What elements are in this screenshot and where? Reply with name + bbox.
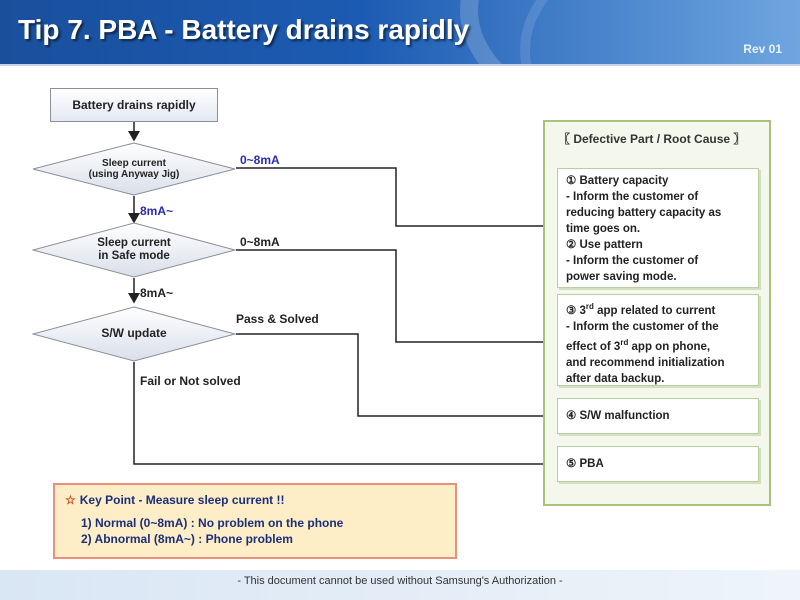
cause-line: - Inform the customer of [566, 191, 699, 203]
cause-line: reducing battery capacity as [566, 207, 722, 219]
branch-label-d2-right: 0~8mA [240, 235, 280, 249]
branch-label-d1-right: 0~8mA [240, 153, 280, 167]
key-point-title: ☆Key Point - Measure sleep current !! [65, 493, 445, 507]
cause-line: ③ 3rd app related to current [566, 299, 750, 319]
decision-sleep-current-jig: Sleep current (using Anyway Jig) [32, 142, 236, 196]
decision-sleep-current-safe-mode: Sleep current in Safe mode [32, 222, 236, 278]
connector-d3-cause3 [236, 333, 555, 422]
cause-line: time goes on. [566, 223, 641, 235]
key-point-title-text: Key Point - Measure sleep current !! [79, 493, 285, 507]
cause-line: effect of 3rd app on phone, [566, 335, 750, 355]
star-icon: ☆ [65, 493, 76, 507]
connector-d2-cause2 [236, 249, 555, 348]
cause-box-pba: ⑤ PBA [557, 446, 759, 482]
start-step: Battery drains rapidly [50, 88, 218, 122]
branch-label-d1-down: 8mA~ [140, 204, 174, 218]
connector-d3-cause4 [133, 362, 555, 470]
diamond-shape [32, 306, 236, 362]
key-point-item: 2) Abnormal (8mA~) : Phone problem [81, 532, 293, 546]
cause-box-third-party-app: ③ 3rd app related to current - Inform th… [557, 294, 759, 386]
cause-text: effect of 3 [566, 340, 621, 353]
decision-label: S/W update [101, 326, 167, 341]
page-title: Tip 7. PBA - Battery drains rapidly [18, 14, 470, 45]
header-divider [0, 64, 800, 66]
diamond-shape [32, 222, 236, 278]
cause-text: ③ 3 [566, 304, 586, 317]
footer-notice: - This document cannot be used without S… [237, 575, 563, 587]
root-cause-title: 〖 Defective Part / Root Cause 〗 [558, 132, 746, 146]
superscript: rd [620, 337, 629, 347]
branch-label-d3-right: Pass & Solved [236, 312, 319, 326]
branch-label-d3-down: Fail or Not solved [140, 374, 241, 388]
connector-d1-cause1 [236, 167, 555, 232]
revision-label: Rev 01 [743, 42, 782, 56]
superscript: rd [585, 302, 594, 311]
cause-line: power saving mode. [566, 271, 677, 283]
cause-line: ① Battery capacity [566, 175, 669, 187]
cause-text: app related to current [593, 304, 716, 317]
footer-bar [0, 570, 800, 600]
header-banner [0, 0, 800, 64]
cause-line: after data backup. [566, 372, 665, 385]
decision-label: Sleep current (using Anyway Jig) [88, 157, 180, 181]
cause-text: app on phone, [628, 340, 711, 353]
key-point-item: 1) Normal (0~8mA) : No problem on the ph… [81, 516, 344, 530]
key-point-box: ☆Key Point - Measure sleep current !! 1)… [53, 483, 457, 559]
cause-line: and recommend initialization [566, 356, 725, 369]
cause-box-battery-usage: ① Battery capacity - Inform the customer… [557, 168, 759, 288]
branch-label-d2-down: 8mA~ [140, 286, 174, 300]
cause-line: - Inform the customer of [566, 255, 699, 267]
diamond-shape [32, 142, 236, 196]
decorative-arc [520, 0, 800, 64]
decision-label: Sleep current in Safe mode [97, 236, 171, 262]
cause-line: ② Use pattern [566, 239, 643, 251]
decision-sw-update: S/W update [32, 306, 236, 362]
cause-box-sw-malfunction: ④ S/W malfunction [557, 398, 759, 434]
cause-line: - Inform the customer of the [566, 320, 719, 333]
